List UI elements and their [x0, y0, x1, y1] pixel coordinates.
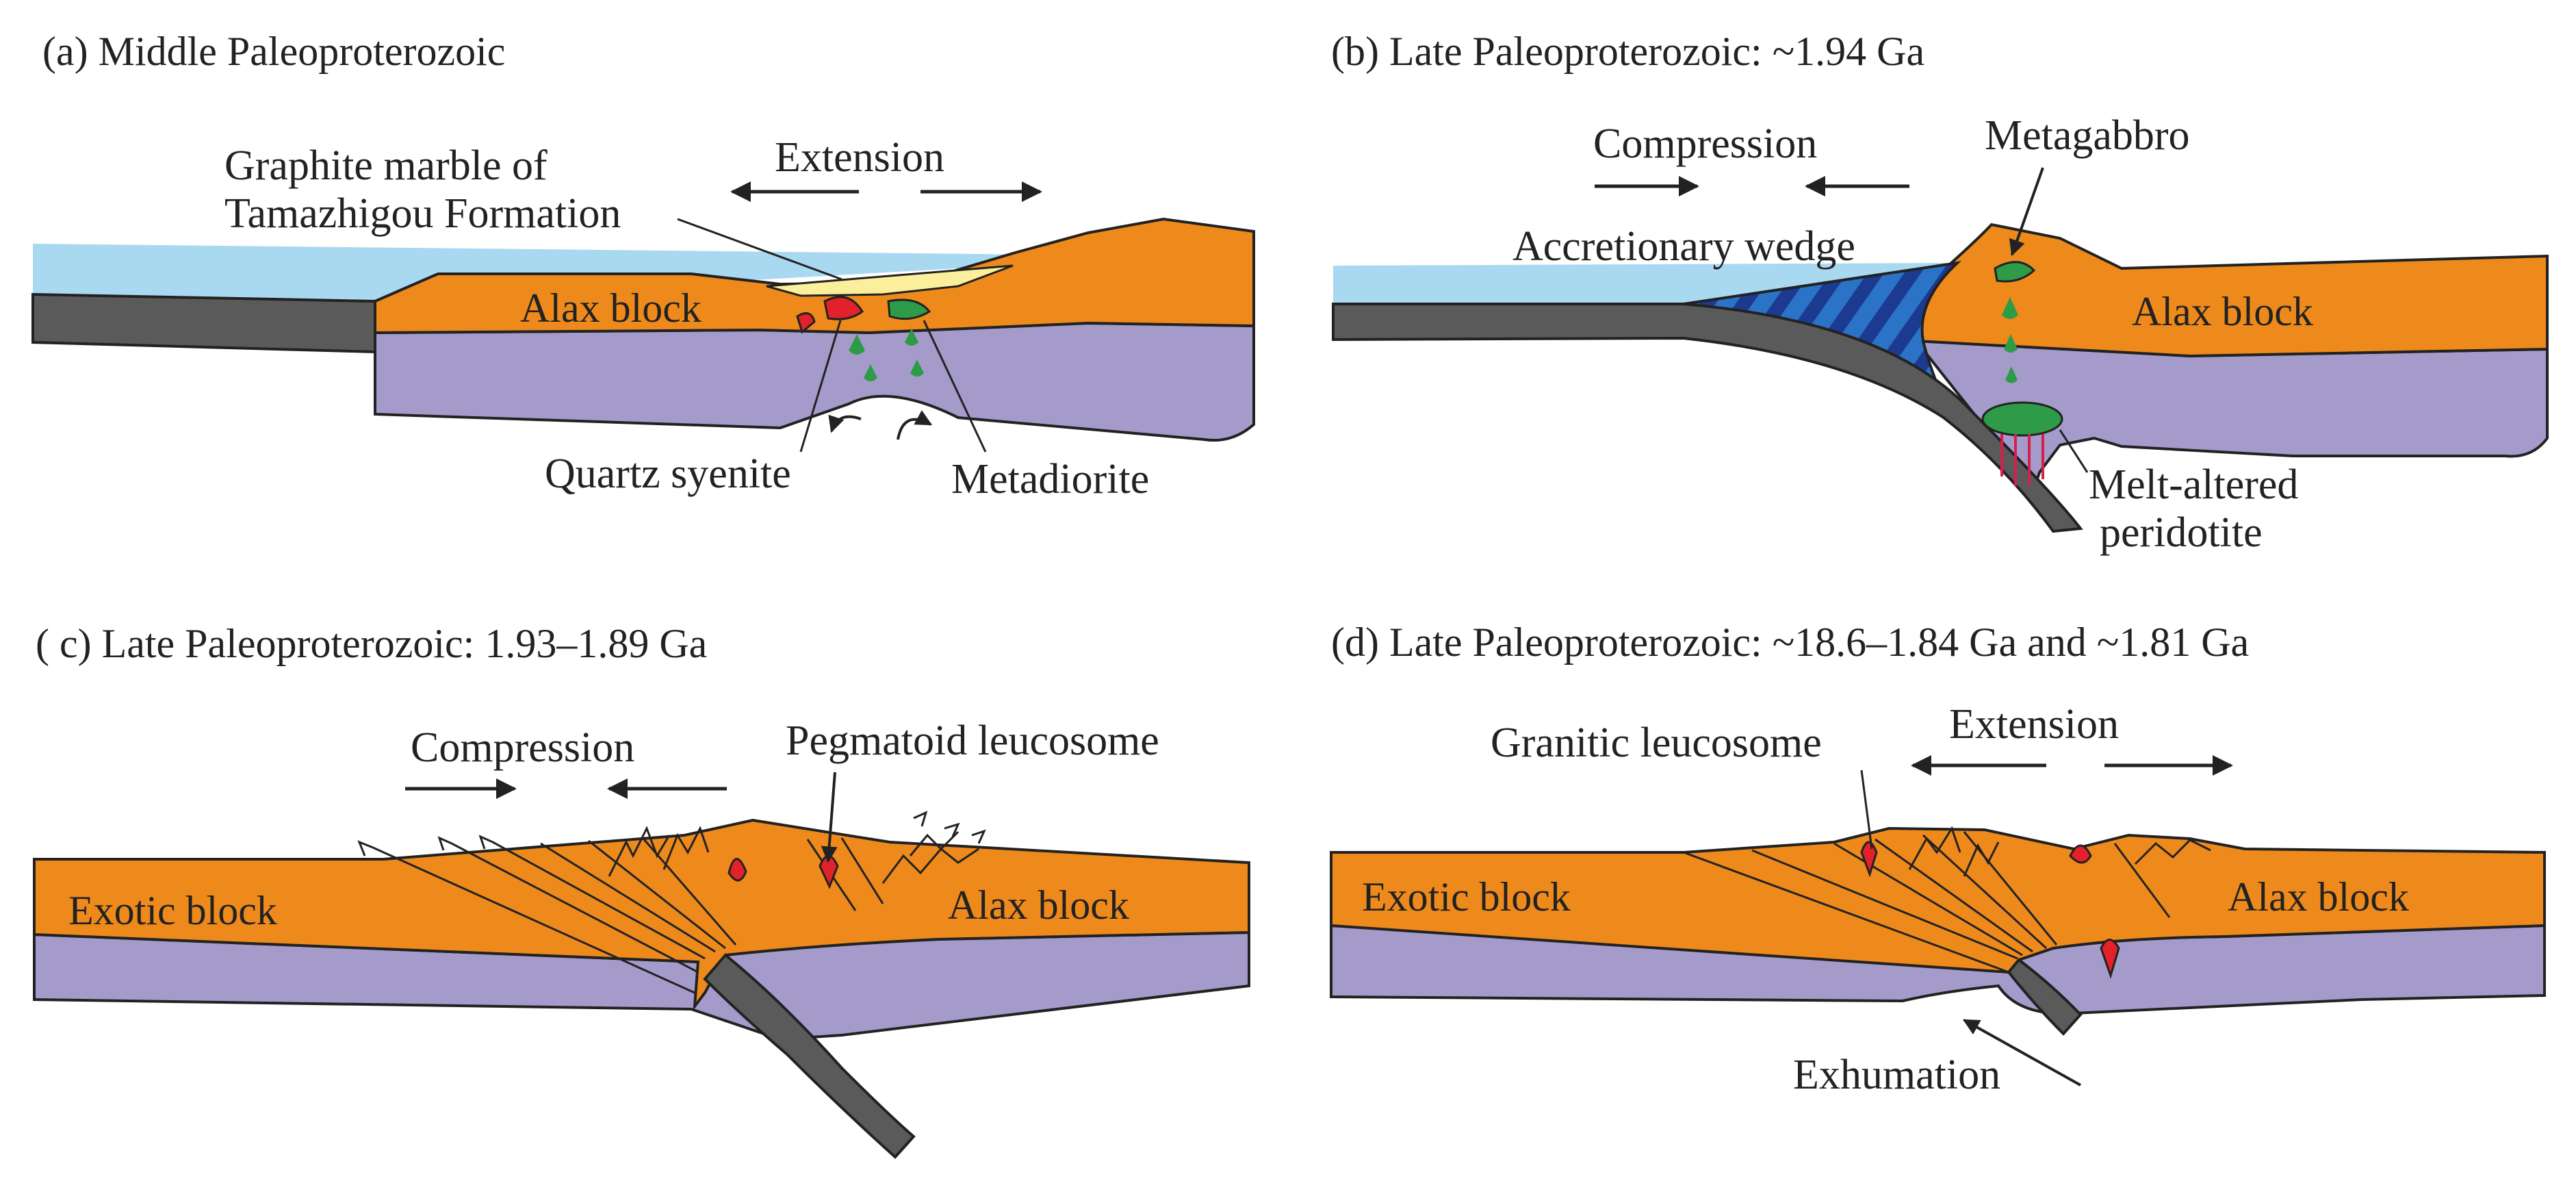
metagabbro-label: Metagabbro — [1985, 112, 2190, 159]
compression-label: Compression — [1593, 120, 1817, 167]
thrust-faults — [1683, 831, 2171, 974]
exotic-block-label: Exotic block — [68, 888, 277, 933]
fold-structures — [1908, 826, 2211, 877]
panel-a: (a) Middle Paleoproterozoic Graphite mar… — [31, 29, 1255, 503]
alax-block-label: Alax block — [948, 882, 1129, 928]
metagabbro-body — [1994, 261, 2036, 283]
quartz-syenite-small — [796, 312, 816, 334]
panel-b: (b) Late Paleoproterozoic: ~1.94 Ga Comp… — [1331, 29, 2549, 556]
diorite-leader-line — [923, 320, 987, 453]
metadiorite-body — [887, 298, 931, 320]
pegmatoid-arrow — [821, 772, 838, 863]
graphite-marble — [766, 264, 1014, 297]
alax-block-label: Alax block — [2132, 289, 2313, 334]
quartz-syenite-label: Quartz syenite — [545, 450, 791, 497]
accretionary-wedge-label: Accretionary wedge — [1512, 223, 1855, 270]
granitic-leader-line — [1860, 770, 1873, 850]
peridotite-label-line2: peridotite — [2100, 509, 2263, 556]
marble-label-line2: Tamazhigou Formation — [224, 190, 621, 237]
crust-layer — [374, 217, 1255, 335]
panel-a-title: (a) Middle Paleoproterozoic — [42, 29, 505, 74]
ocean-slab — [31, 292, 376, 354]
syenite-leader-line — [799, 320, 842, 453]
compression-label: Compression — [411, 724, 634, 771]
quartz-syenite-body — [823, 296, 864, 320]
granitic-leucosome-label: Granitic leucosome — [1491, 720, 1822, 766]
extension-label: Extension — [775, 134, 944, 181]
peridotite-label-line1: Melt-altered — [2089, 461, 2298, 508]
fold-structures — [608, 826, 979, 884]
melt-altered-peridotite-body — [1981, 401, 2063, 437]
exhumed-slab — [2007, 958, 2083, 1036]
exhumation-label: Exhumation — [1793, 1052, 2000, 1098]
subducting-slab — [703, 953, 916, 1159]
panel-d: (d) Late Paleoproterozoic: ~18.6–1.84 Ga… — [1330, 620, 2546, 1098]
exotic-block-label: Exotic block — [1362, 874, 1571, 919]
alax-block-label: Alax block — [2228, 874, 2409, 919]
extension-label: Extension — [1949, 701, 2119, 748]
curved-arrow-icon — [828, 414, 862, 433]
subducting-slab — [1332, 303, 2083, 533]
fault-tip-arrows — [357, 811, 986, 856]
metadiorite-drops — [849, 329, 924, 381]
metadiorite-label: Metadiorite — [951, 456, 1149, 503]
marble-label-line1: Graphite marble of — [224, 142, 548, 189]
panel-c-title: ( c) Late Paleoproterozoic: 1.93–1.89 Ga — [36, 621, 707, 666]
ocean-water — [1333, 263, 1957, 304]
mantle-layer — [374, 321, 1255, 442]
panel-c: ( c) Late Paleoproterozoic: 1.93–1.89 Ga… — [33, 621, 1250, 1159]
metagabbro-drops — [2002, 297, 2018, 383]
marble-leader-line — [677, 218, 842, 281]
panel-b-title: (b) Late Paleoproterozoic: ~1.94 Ga — [1331, 29, 1924, 74]
curved-arrow-icon — [897, 410, 933, 440]
exhumation-arrow — [1962, 1019, 2081, 1087]
metagabbro-arrow — [2009, 167, 2044, 257]
peridotite-veins — [2000, 434, 2044, 486]
peridotite-leader-line — [2059, 429, 2089, 473]
panel-d-title: (d) Late Paleoproterozoic: ~18.6–1.84 Ga… — [1331, 620, 2249, 665]
crust-layer — [1330, 826, 2546, 974]
alax-block-label: Alax block — [520, 285, 701, 331]
pegmatoid-leucosome-label: Pegmatoid leucosome — [786, 717, 1159, 764]
